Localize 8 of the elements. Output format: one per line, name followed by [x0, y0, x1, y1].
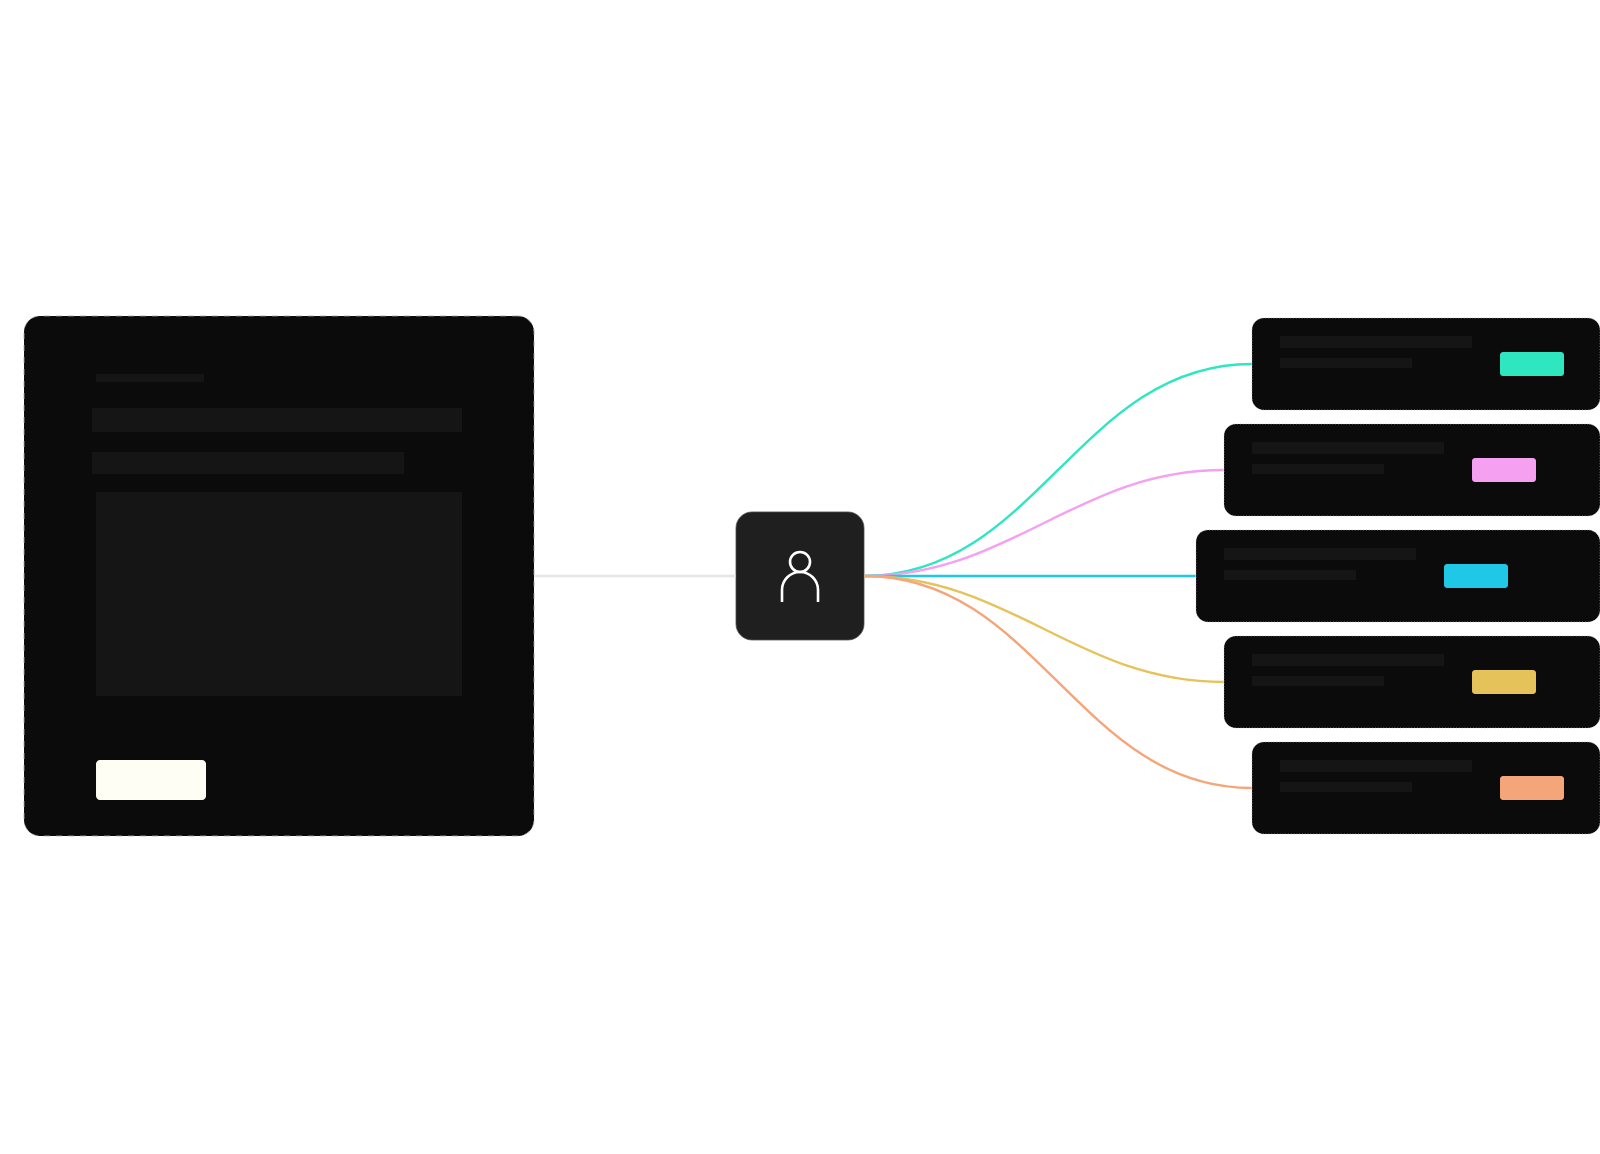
connector-line — [864, 574, 1252, 790]
screen-card — [1223, 423, 1600, 517]
user-icon-box — [735, 511, 865, 641]
screen-card — [1251, 741, 1600, 835]
screen-card — [1223, 635, 1600, 729]
screen-card — [1195, 529, 1600, 623]
form-card — [23, 315, 535, 837]
screen-card — [1251, 317, 1600, 411]
